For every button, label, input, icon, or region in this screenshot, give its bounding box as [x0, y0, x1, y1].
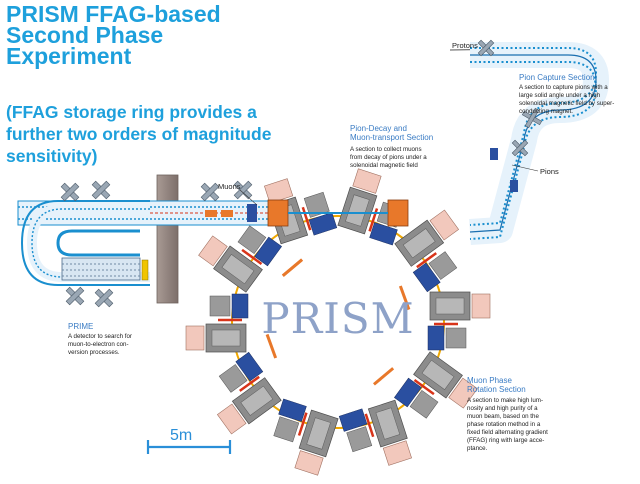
shield-wall — [156, 174, 179, 304]
muons-label: Muons — [218, 182, 241, 191]
pion-decay-desc: A section to collect muons from decay of… — [350, 146, 427, 169]
ffag-magnet-cell — [427, 291, 491, 351]
page-title: PRISM FFAG-based Second Phase Experiment — [6, 1, 306, 69]
phase-rotation-title: Muon Phase Rotation Section — [467, 376, 526, 394]
title-line-2: Second Phase — [6, 22, 164, 48]
injection-kickers — [267, 199, 409, 227]
pion-decay-title: Pion-Decay and Muon-transport Section — [350, 124, 434, 142]
ffag-magnet-cell — [216, 351, 282, 435]
rotation-arrow — [281, 258, 304, 277]
quad-magnets-left — [60, 180, 253, 308]
scale-bar — [146, 440, 232, 454]
subtitle-line-1: (FFAG storage ring provides a — [6, 102, 257, 122]
subtitle-line-3: sensitivity) — [6, 146, 98, 166]
muons-leader — [239, 189, 258, 206]
prism-logo-text: PRISM — [261, 294, 414, 343]
quad-magnets-capture — [477, 39, 543, 157]
ffag-magnet-cell — [198, 225, 282, 293]
page-subtitle: (FFAG storage ring provides a further tw… — [6, 101, 316, 167]
pion-capture-desc: A section to capture pions with a large … — [519, 84, 615, 115]
ring-beam-orbit — [231, 215, 445, 429]
title-line-1: PRISM FFAG-based — [6, 1, 221, 27]
prime-desc: A detector to search for muon-to-electro… — [68, 333, 132, 356]
rotation-arrow — [398, 285, 411, 311]
ffag-magnet-cell — [394, 209, 460, 293]
scale-bar-label: 5m — [170, 427, 193, 444]
ffag-magnet-cell — [394, 351, 478, 419]
phase-rotation-desc: A section to make high lum- nosity and h… — [467, 397, 548, 452]
prime-title: PRIME — [68, 322, 94, 331]
pions-label: Pions — [540, 167, 559, 176]
subtitle-line-2: further two orders of magnitude — [6, 124, 272, 144]
ffag-magnet-cell — [338, 399, 412, 466]
ffag-ring — [185, 168, 491, 476]
rotation-arrow — [265, 333, 278, 359]
ffag-magnet-cell — [273, 398, 339, 476]
title-line-3: Experiment — [6, 43, 132, 69]
ffag-magnet-cell — [185, 293, 249, 353]
protons-label: Protons — [452, 41, 478, 50]
rotation-arrow — [372, 367, 395, 386]
pion-capture-title: Pion Capture Section — [519, 73, 595, 82]
prime-detector — [20, 200, 150, 286]
pions-leader — [511, 164, 539, 172]
